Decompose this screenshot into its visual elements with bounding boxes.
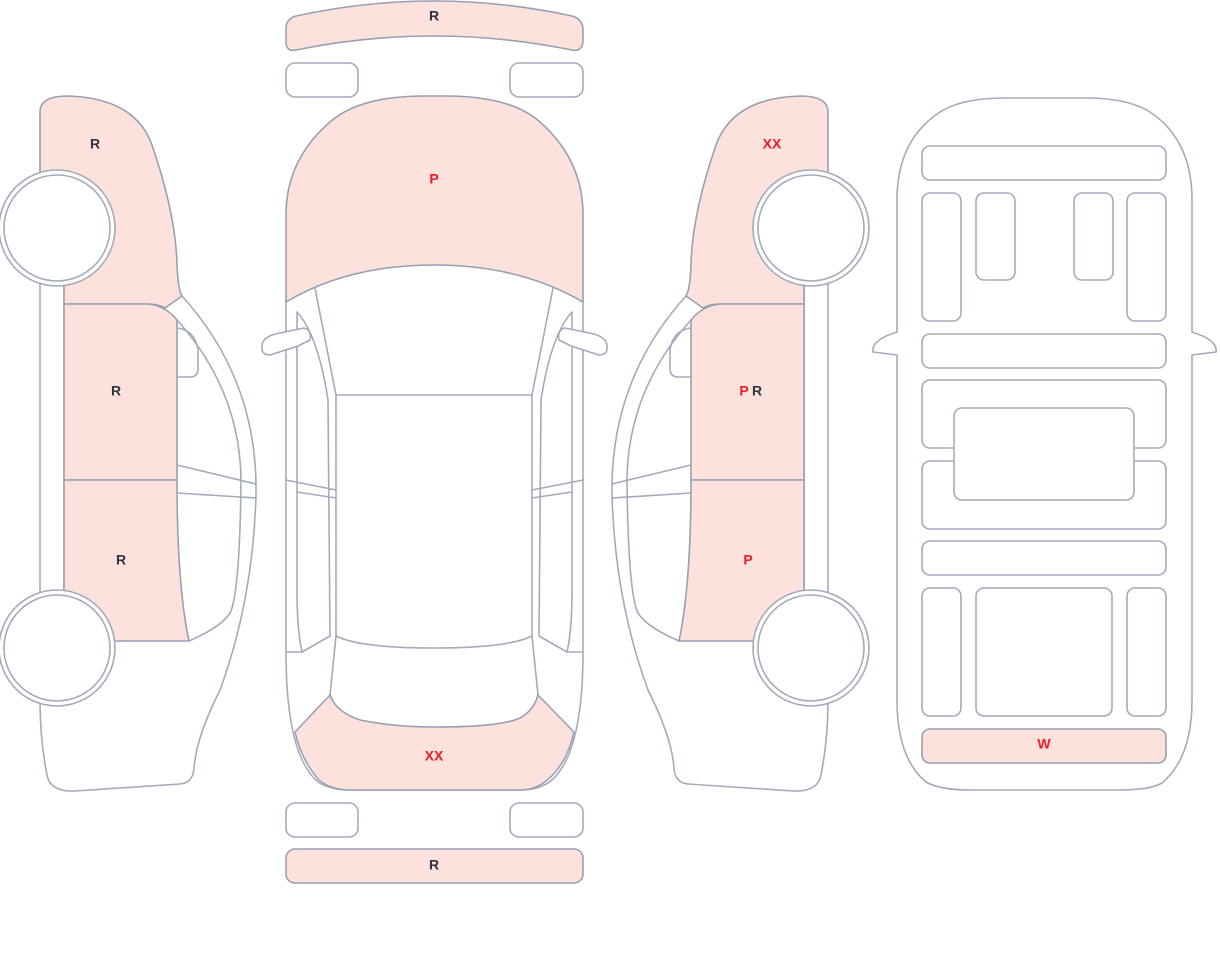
left-body-outline	[39, 295, 257, 792]
hood-code: P	[429, 171, 438, 187]
top-left-mirror[interactable]	[261, 327, 312, 356]
center-console[interactable]	[953, 407, 1135, 501]
left-front-door-code: R	[111, 383, 121, 399]
left-front-wheel[interactable]	[3, 174, 111, 282]
driver-seat[interactable]	[975, 192, 1016, 281]
front-right-door-panel[interactable]	[1126, 192, 1167, 322]
rear-seat-row[interactable]	[921, 540, 1167, 576]
rear-bumper[interactable]	[285, 848, 584, 884]
interior-outline	[872, 97, 1217, 791]
right-side-view: XX P R P	[611, 95, 870, 792]
top-view: R P XX R	[261, 0, 608, 884]
left-side-view: R R R	[0, 95, 257, 792]
rear-panel-code: W	[1037, 736, 1051, 752]
interior-view: W	[872, 97, 1217, 791]
top-right-mirror[interactable]	[557, 327, 608, 356]
rear-left-door-panel[interactable]	[921, 587, 962, 717]
right-front-door-code-b: R	[752, 383, 762, 399]
left-rear-wheel[interactable]	[3, 594, 111, 702]
dashboard[interactable]	[921, 145, 1167, 181]
left-taillight[interactable]	[285, 802, 359, 838]
left-front-door[interactable]	[63, 303, 178, 481]
left-mirror	[176, 327, 199, 378]
front-seat-row[interactable]	[921, 333, 1167, 369]
right-front-door-code-a: P	[739, 383, 748, 399]
rear-seat[interactable]	[975, 587, 1113, 717]
rear-pillars	[329, 635, 539, 696]
left-rear-door-code: R	[116, 552, 126, 568]
windshield	[313, 282, 555, 396]
front-left-door-panel[interactable]	[921, 192, 962, 322]
front-bumper-code: R	[429, 8, 439, 24]
left-rear-door[interactable]	[63, 479, 190, 642]
front-bumper[interactable]	[285, 0, 584, 52]
passenger-seat[interactable]	[1073, 192, 1114, 281]
right-front-fender-code: XX	[763, 136, 782, 152]
roof	[335, 394, 533, 649]
hood[interactable]	[285, 95, 584, 303]
right-side-shape[interactable]	[611, 95, 870, 792]
left-b-pillar	[176, 464, 257, 499]
top-inner-left	[285, 311, 331, 653]
right-taillight[interactable]	[509, 802, 584, 838]
right-rear-door-code: P	[743, 552, 752, 568]
left-sill	[39, 279, 65, 601]
trunk[interactable]	[294, 694, 575, 791]
top-inner-right	[538, 311, 584, 653]
left-front-fender-code: R	[90, 136, 100, 152]
rear-right-door-panel[interactable]	[1126, 587, 1167, 717]
trunk-code: XX	[425, 748, 444, 764]
left-window-frame	[176, 319, 242, 642]
rear-panel[interactable]	[921, 728, 1167, 764]
left-headlight[interactable]	[285, 62, 359, 98]
top-b-pillars	[285, 479, 584, 499]
right-headlight[interactable]	[509, 62, 584, 98]
rear-bumper-code: R	[429, 857, 439, 873]
